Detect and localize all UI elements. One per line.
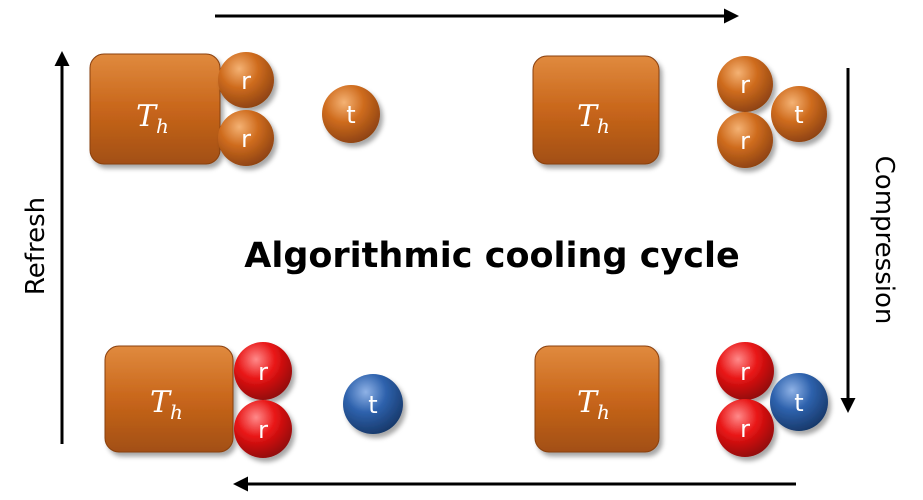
state-top-right: Th r r t [532,55,827,168]
reset-qubit [234,400,292,458]
state-bottom-left: Th r r t [104,342,403,458]
reset-qubit [717,56,773,112]
reset-qubit-label: r [740,127,750,155]
target-qubit [322,85,380,143]
reset-qubit [717,112,773,168]
heat-bath-label: Th [136,99,169,138]
reset-qubit [716,342,774,400]
reset-qubit [716,399,774,457]
state-bottom-right: Th r r t [534,342,828,457]
reset-qubit-label: r [258,358,268,386]
reset-qubit-label: r [740,71,750,99]
reset-qubit-label: r [241,125,251,153]
reset-qubit [218,110,274,166]
reset-qubit [234,342,292,400]
refresh-label: Refresh [21,197,51,295]
heat-bath-box [532,55,660,165]
reset-qubit-label: r [740,415,750,443]
reset-qubit [218,52,274,108]
state-top-left: Th r r t [89,52,380,166]
diagram-title: Algorithmic cooling cycle [244,236,740,276]
heat-bath-label: Th [150,385,183,424]
target-qubit [771,86,827,142]
heat-bath-box [89,53,221,165]
target-qubit-label: t [794,389,803,417]
target-qubit-label: t [368,391,377,419]
target-qubit-label: t [346,101,355,129]
target-qubit [770,373,828,431]
target-qubit [343,374,403,434]
heat-bath-box [534,345,660,453]
compression-label: Compression [869,156,899,325]
heat-bath-box [104,345,234,453]
reset-qubit-label: r [258,416,268,444]
heat-bath-label: Th [577,385,610,424]
heat-bath-label: Th [577,99,610,138]
target-qubit-label: t [794,101,803,129]
reset-qubit-label: r [241,67,251,95]
reset-qubit-label: r [740,358,750,386]
